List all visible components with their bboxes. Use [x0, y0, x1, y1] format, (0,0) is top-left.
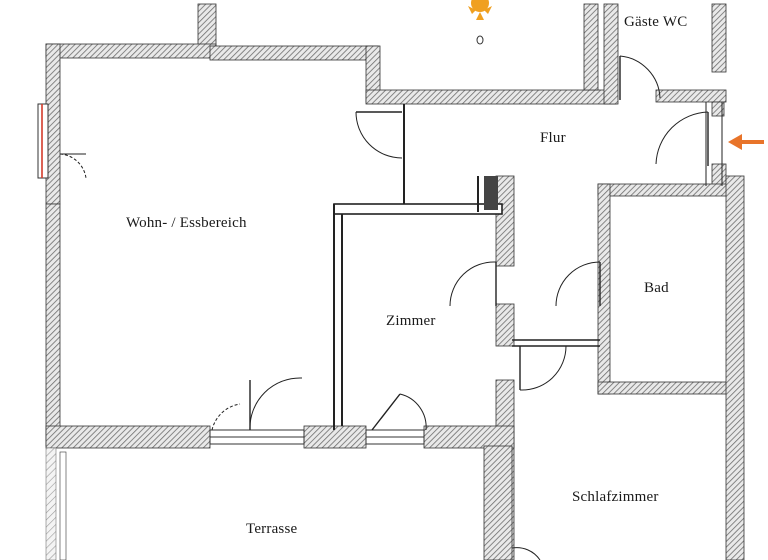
- room-label-terrasse: Terrasse: [246, 521, 298, 537]
- door-swings: [59, 55, 709, 560]
- room-label-schlafzimmer: Schlafzimmer: [572, 489, 659, 505]
- walls: [45, 3, 745, 560]
- windows: [37, 103, 425, 445]
- room-label-bad: Bad: [644, 280, 669, 296]
- terrace-border: [45, 447, 67, 560]
- room-label-gaeste-wc: Gäste WC: [624, 14, 688, 30]
- sun-icon: [468, 0, 492, 45]
- room-label-zimmer: Zimmer: [386, 313, 436, 329]
- interior-walls: [333, 102, 723, 430]
- room-label-flur: Flur: [540, 130, 566, 146]
- entrance-arrow-icon: [728, 134, 764, 150]
- room-label-wohn-essbereich: Wohn- / Essbereich: [126, 215, 247, 231]
